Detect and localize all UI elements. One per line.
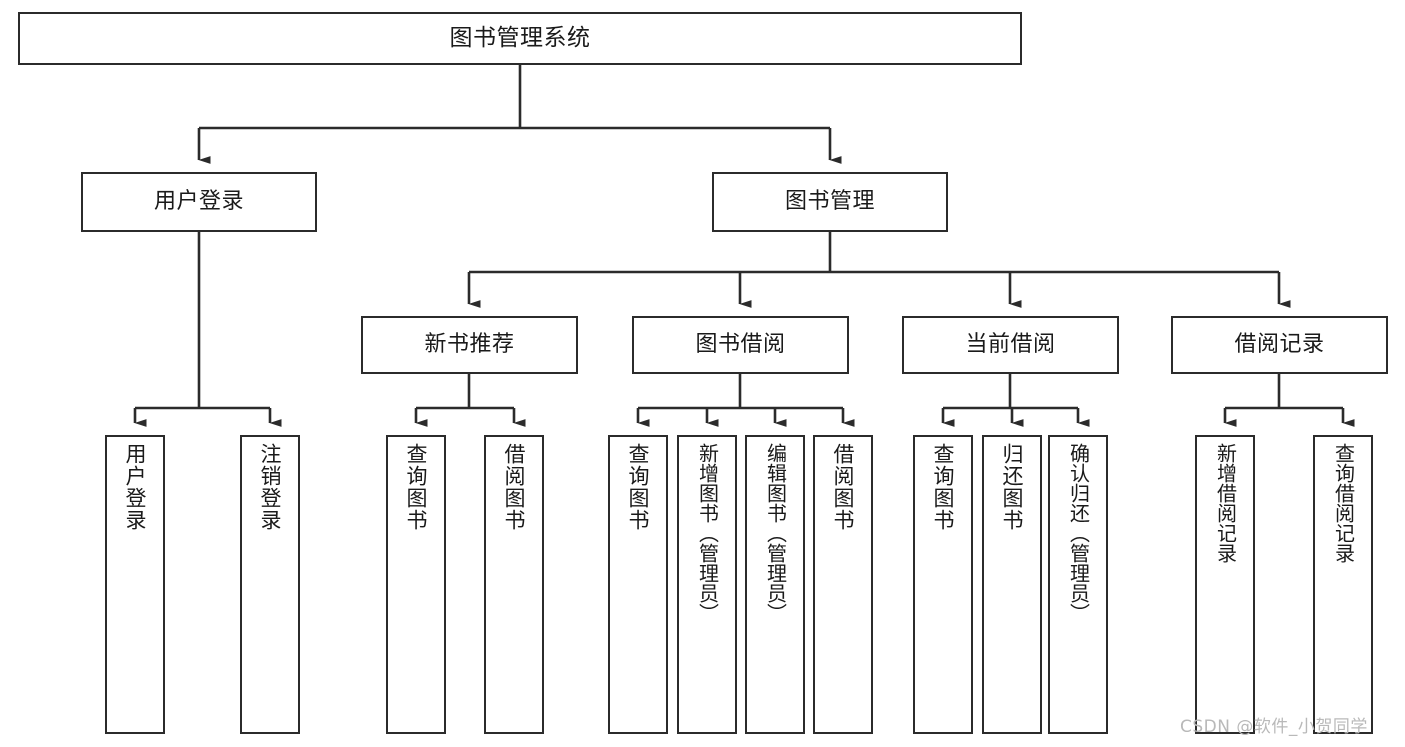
node-current-borrow[interactable]: 当前借阅	[902, 316, 1119, 374]
node-label: 用户登录	[153, 188, 244, 214]
node-label: 查询图书	[404, 443, 429, 531]
node-label: 查询图书	[626, 443, 651, 531]
node-label: 图书管理系统	[449, 24, 591, 51]
node-label: 查询借阅记录	[1331, 443, 1356, 563]
leaf-query-books-newbook[interactable]: 查询图书	[386, 435, 446, 734]
node-label: 注销登录	[258, 443, 283, 531]
leaf-add-borrow-record[interactable]: 新增借阅记录	[1195, 435, 1255, 734]
node-label: 借阅图书	[502, 443, 527, 531]
node-label: 确认归还（管理员）	[1066, 443, 1091, 623]
node-label: 图书借阅	[695, 331, 786, 357]
edges-userlogin-to-leaves	[133, 232, 282, 427]
node-label: 新增借阅记录	[1213, 443, 1238, 563]
edges-newbook-to-leaves	[414, 374, 526, 427]
leaf-borrow-books[interactable]: 借阅图书	[813, 435, 873, 734]
node-label: 图书管理	[784, 188, 875, 214]
csdn-watermark: CSDN @软件_小贺同学	[1180, 717, 1368, 737]
edges-bookborrow-to-leaves	[636, 374, 855, 427]
node-book-borrow[interactable]: 图书借阅	[632, 316, 849, 374]
node-borrow-records[interactable]: 借阅记录	[1171, 316, 1388, 374]
leaf-borrow-books-newbook[interactable]: 借阅图书	[484, 435, 544, 734]
leaf-user-logout[interactable]: 注销登录	[240, 435, 300, 734]
leaf-user-login[interactable]: 用户登录	[105, 435, 165, 734]
leaf-add-book-admin[interactable]: 新增图书（管理员）	[677, 435, 737, 734]
node-label: 借阅图书	[831, 443, 856, 531]
edges-root-to-level2	[197, 65, 842, 164]
leaf-return-books[interactable]: 归还图书	[982, 435, 1042, 734]
edges-current-to-leaves	[941, 374, 1090, 427]
node-label: 查询图书	[931, 443, 956, 531]
edges-level2-to-level3	[467, 232, 1291, 308]
node-label: 编辑图书（管理员）	[763, 443, 788, 623]
node-label: 归还图书	[1000, 443, 1025, 531]
node-label: 当前借阅	[965, 331, 1056, 357]
leaf-query-books-current[interactable]: 查询图书	[913, 435, 973, 734]
node-label: 新书推荐	[424, 331, 515, 357]
edges-records-to-leaves	[1223, 374, 1355, 427]
node-user-login[interactable]: 用户登录	[81, 172, 317, 232]
leaf-edit-book-admin[interactable]: 编辑图书（管理员）	[745, 435, 805, 734]
leaf-query-borrow-record[interactable]: 查询借阅记录	[1313, 435, 1373, 734]
leaf-confirm-return-admin[interactable]: 确认归还（管理员）	[1048, 435, 1108, 734]
node-label: 新增图书（管理员）	[695, 443, 720, 623]
node-label: 借阅记录	[1234, 331, 1325, 357]
leaf-query-books-borrow[interactable]: 查询图书	[608, 435, 668, 734]
node-root-system[interactable]: 图书管理系统	[18, 12, 1022, 65]
node-new-book-recommend[interactable]: 新书推荐	[361, 316, 578, 374]
node-book-management[interactable]: 图书管理	[712, 172, 948, 232]
node-label: 用户登录	[123, 443, 148, 531]
